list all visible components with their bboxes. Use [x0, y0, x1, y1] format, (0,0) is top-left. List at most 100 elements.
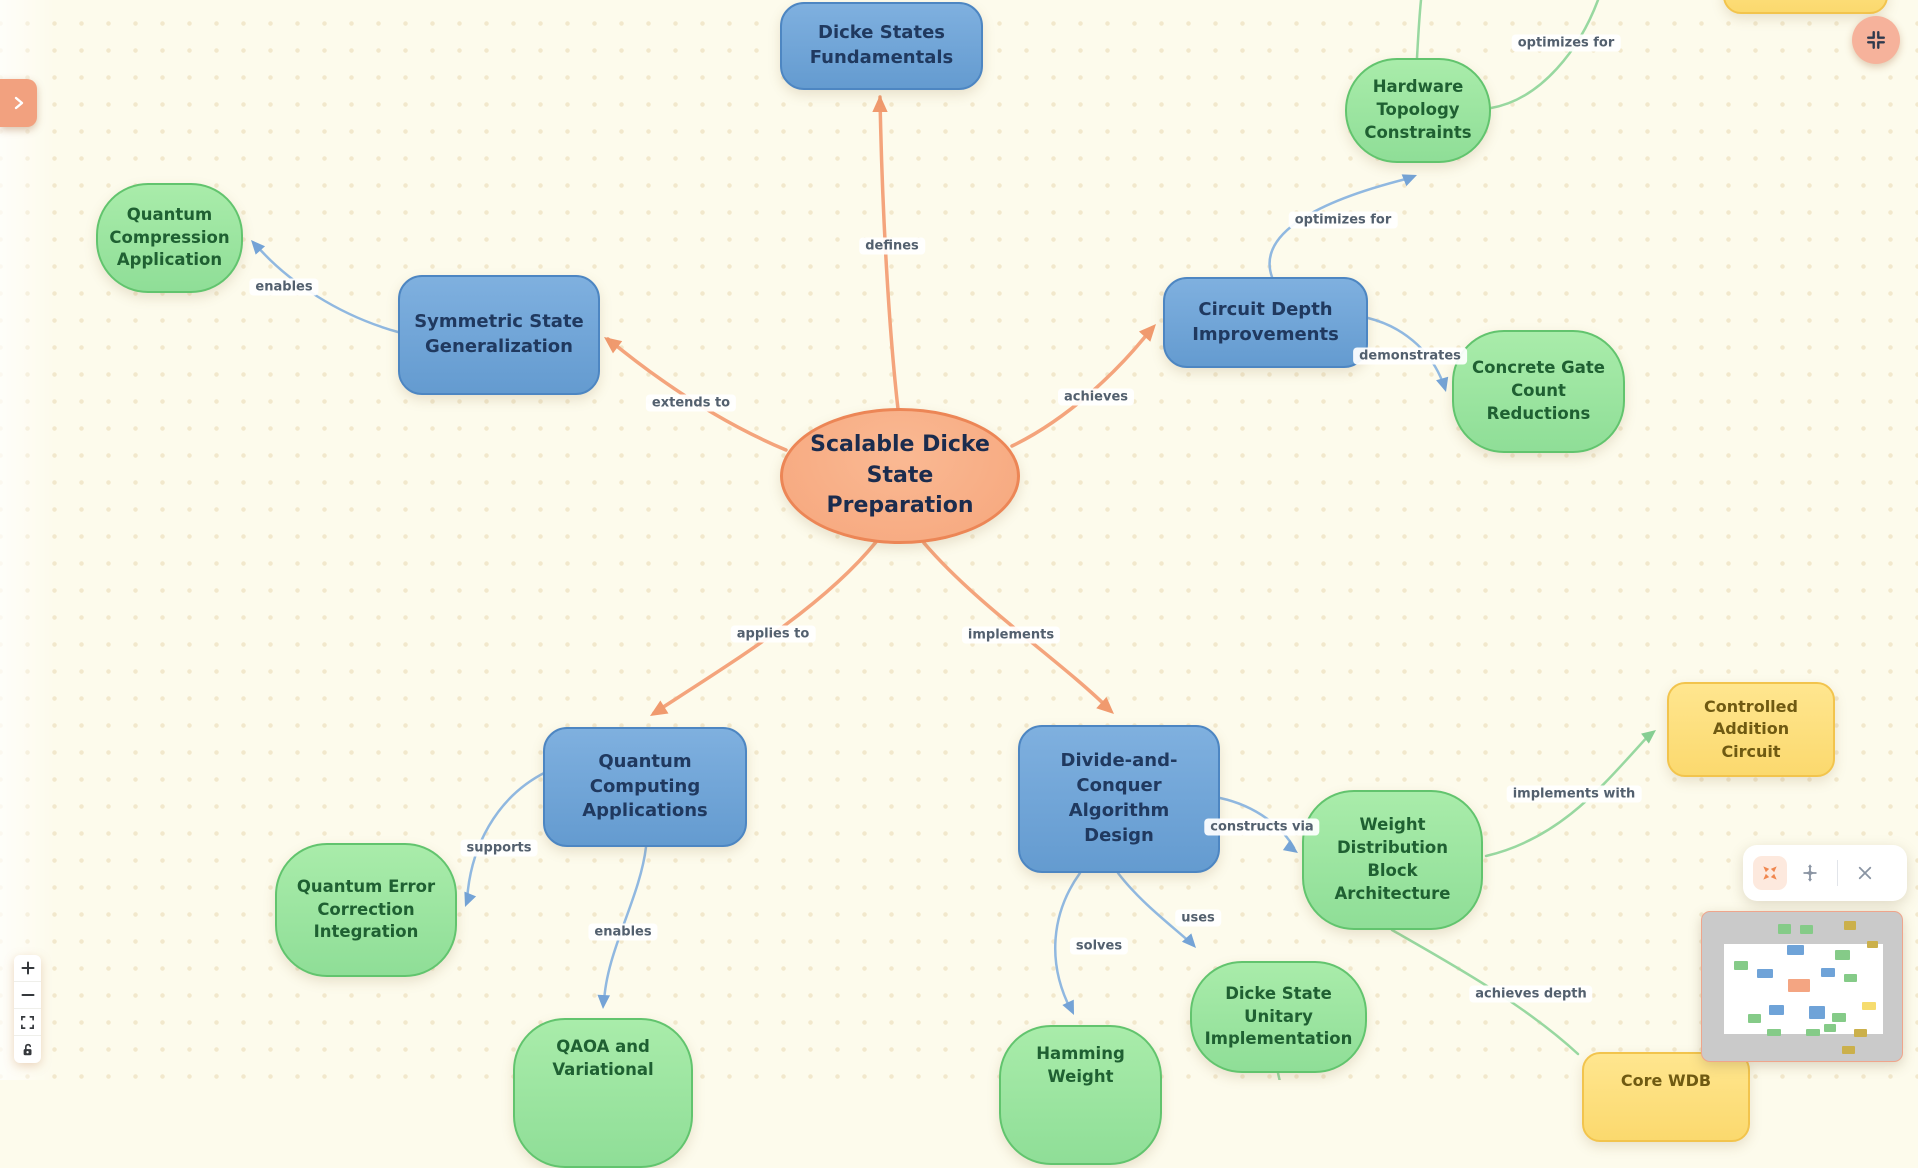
node-toolbar: [1743, 845, 1907, 901]
sidebar-toggle-button[interactable]: [0, 79, 37, 127]
minimap-node: [1806, 1029, 1820, 1036]
arrowhead-implements: [1096, 696, 1114, 714]
minimap[interactable]: [1701, 911, 1903, 1062]
close-icon: [1858, 866, 1872, 880]
arrowhead-constructs-via: [1282, 839, 1298, 853]
edge-defines[interactable]: [878, 95, 900, 411]
edge-label-applies-to: applies to: [730, 625, 816, 643]
merge-arrows-icon: [1763, 866, 1777, 880]
node-label: QAOA and Variational: [552, 1037, 654, 1079]
edge-implements-with[interactable]: [1484, 732, 1652, 858]
edge-layer: [251, 0, 1656, 1080]
arrowhead-achieves: [1138, 324, 1156, 342]
node-quantum-error-correction-integration[interactable]: Quantum Error Correction Integration: [275, 843, 457, 977]
node-label: Divide-and-Conquer Algorithm Design: [1060, 750, 1178, 846]
minimap-node: [1787, 945, 1804, 955]
node-offscreen-yellow-top[interactable]: [1723, 0, 1888, 14]
node-circuit-depth-improvements[interactable]: Circuit Depth Improvements: [1163, 277, 1368, 368]
node-label: Scalable Dicke State Preparation: [810, 432, 990, 519]
node-controlled-addition-circuit[interactable]: Controlled Addition Circuit: [1667, 682, 1835, 777]
node-core-wdb[interactable]: Core WDB: [1582, 1052, 1750, 1142]
node-symmetric-state-generalization[interactable]: Symmetric State Generalization: [398, 275, 600, 395]
zoom-in-button[interactable]: [14, 955, 41, 982]
edge-label-demonstrates: demonstrates: [1353, 347, 1467, 365]
edge-label-implements: implements: [961, 626, 1061, 644]
arrowhead-solves: [1062, 999, 1074, 1015]
node-hamming-weight[interactable]: Hamming Weight: [999, 1025, 1162, 1165]
edge-achieves[interactable]: [1010, 326, 1154, 448]
node-label: Circuit Depth Improvements: [1192, 298, 1339, 345]
arrowhead-implements-with: [1641, 730, 1656, 744]
edge-optimizes-for-yellow[interactable]: [1489, 0, 1600, 110]
zoom-controls: [14, 955, 41, 1063]
edge-label-optimizes-for-hw: optimizes for: [1288, 211, 1398, 229]
collapse-all-button[interactable]: [1852, 16, 1900, 64]
node-label: Hardware Topology Constraints: [1364, 77, 1472, 142]
lock-button[interactable]: [14, 1036, 41, 1063]
edge-label-achieves: achieves: [1057, 388, 1135, 406]
minimap-node: [1862, 1002, 1876, 1010]
edge-dsu-bottom-stub[interactable]: [1276, 1071, 1281, 1080]
node-label: Quantum Error Correction Integration: [296, 876, 436, 942]
collapse-icon: [1867, 31, 1885, 49]
minimap-node: [1769, 1005, 1784, 1015]
edge-hw-top-stub[interactable]: [1415, 0, 1423, 60]
node-divide-and-conquer-algorithm-design[interactable]: Divide-and-Conquer Algorithm Design: [1018, 725, 1220, 873]
node-label: Controlled Addition Circuit: [1704, 697, 1798, 761]
edge-uses[interactable]: [1116, 871, 1194, 946]
arrowhead-uses: [1181, 933, 1196, 948]
node-dicke-states-fundamentals[interactable]: Dicke States Fundamentals: [780, 2, 983, 90]
spread-layout-icon: [1803, 864, 1817, 882]
arrowhead-supports: [464, 891, 477, 907]
edge-label-constructs-via: constructs via: [1204, 818, 1320, 836]
edge-demonstrates[interactable]: [1366, 316, 1446, 388]
minimap-node: [1809, 1006, 1825, 1019]
toolbar-divider: [1837, 860, 1838, 886]
node-weight-distribution-block-architecture[interactable]: Weight Distribution Block Architecture: [1302, 790, 1483, 930]
edge-label-defines: defines: [859, 237, 925, 255]
edge-label-uses: uses: [1175, 909, 1221, 927]
node-label: Quantum Compression Application: [109, 204, 230, 270]
arrowhead-extends-to: [604, 337, 623, 354]
edge-achieves-depth[interactable]: [1390, 928, 1580, 1056]
arrowhead-enables-compression: [251, 240, 266, 255]
node-qaoa-and-variational[interactable]: QAOA and Variational: [513, 1018, 693, 1168]
node-quantum-compression-application[interactable]: Quantum Compression Application: [96, 183, 243, 293]
edge-supports[interactable]: [465, 770, 548, 903]
edge-label-achieves-depth: achieves depth: [1469, 985, 1593, 1003]
node-quantum-computing-applications[interactable]: Quantum Computing Applications: [543, 727, 747, 847]
edge-label-enables-compression: enables: [249, 278, 319, 296]
edge-label-supports: supports: [460, 839, 538, 857]
minimap-node: [1832, 1013, 1846, 1022]
close-toolbar-button[interactable]: [1848, 856, 1882, 890]
node-label: Core WDB: [1620, 1071, 1712, 1090]
edge-enables-compression[interactable]: [254, 243, 400, 334]
minimap-node: [1842, 1046, 1855, 1054]
node-label: Dicke States Fundamentals: [809, 22, 954, 68]
node-label: Dicke State Unitary Implementation: [1204, 983, 1353, 1049]
minimap-node: [1844, 974, 1857, 982]
minimap-node: [1854, 1029, 1867, 1037]
zoom-out-button[interactable]: [14, 982, 41, 1009]
fit-view-button[interactable]: [14, 1009, 41, 1036]
minimap-node: [1778, 924, 1791, 934]
node-dicke-state-unitary-implementation[interactable]: Dicke State Unitary Implementation: [1190, 961, 1367, 1073]
node-hardware-topology-constraints[interactable]: Hardware Topology Constraints: [1345, 58, 1491, 163]
node-central[interactable]: Scalable Dicke State Preparation: [780, 408, 1020, 544]
merge-nodes-button[interactable]: [1753, 856, 1787, 890]
plus-icon: [21, 961, 34, 975]
edge-solves[interactable]: [1054, 871, 1082, 1012]
minimap-node: [1757, 969, 1773, 978]
minus-icon: [21, 994, 34, 996]
edge-label-implements-with: implements with: [1506, 785, 1642, 803]
minimap-node: [1821, 968, 1835, 977]
minimap-node: [1835, 950, 1850, 960]
spread-layout-button[interactable]: [1793, 856, 1827, 890]
minimap-node: [1800, 925, 1813, 934]
edge-label-extends-to: extends to: [645, 394, 737, 412]
node-concrete-gate-count-reductions[interactable]: Concrete Gate Count Reductions: [1452, 330, 1625, 453]
node-label: Hamming Weight: [1036, 1044, 1125, 1086]
arrowhead-optimizes-for-hw: [1401, 174, 1417, 187]
minimap-node: [1734, 961, 1748, 970]
